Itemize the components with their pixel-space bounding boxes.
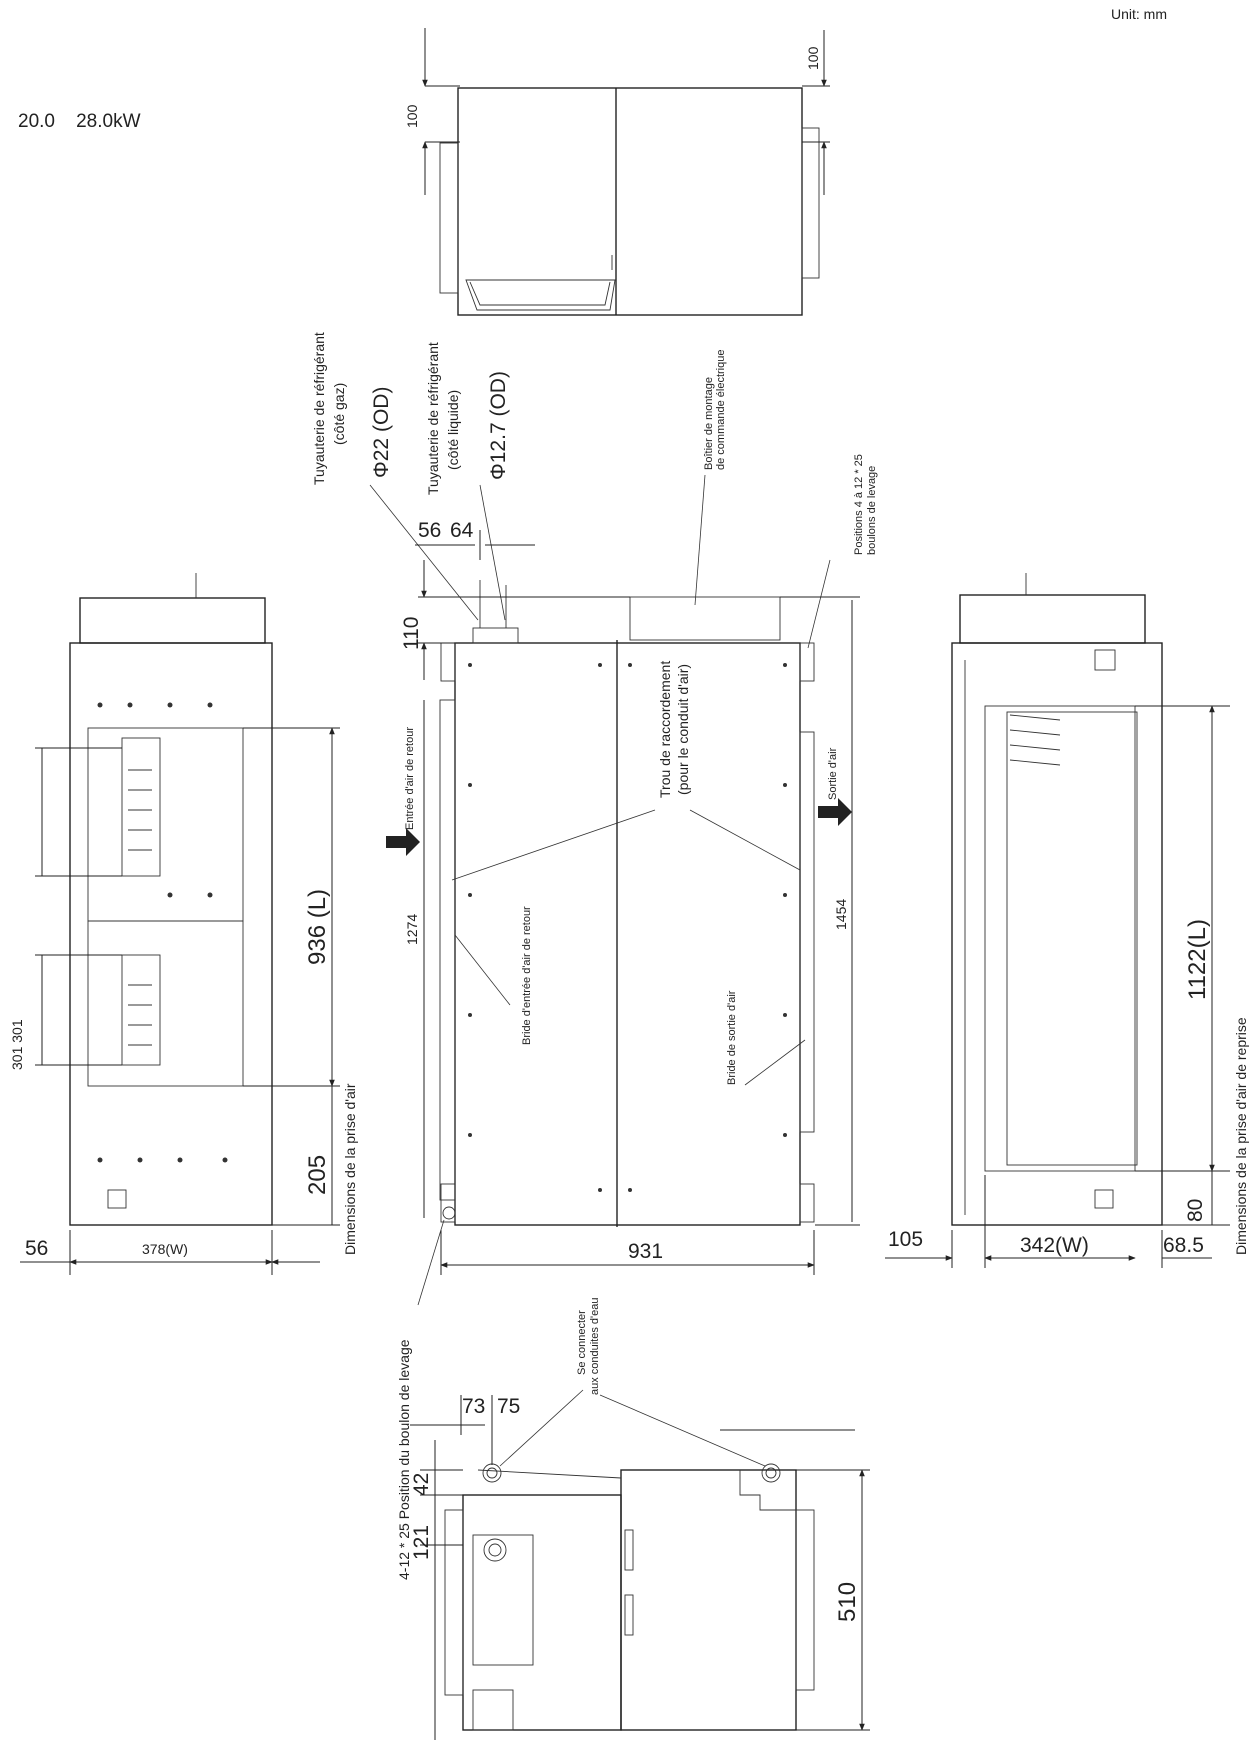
dim-378-w: 378(W) xyxy=(142,1241,188,1257)
dim-1122-l: 1122(L) xyxy=(1184,919,1211,1000)
dim-936-l: 936 (L) xyxy=(304,889,331,965)
water-conn-right-icon xyxy=(761,1463,781,1483)
lifting-bolts-label-2: boulons de levage xyxy=(866,466,878,555)
dim-top-100-left: 100 xyxy=(404,104,420,128)
dim-205: 205 xyxy=(304,1155,331,1195)
return-flange-label: Bride d'entrée d'air de retour xyxy=(521,906,533,1045)
right-view: 1122(L) 80 Dimensions de la prise d'air … xyxy=(885,573,1249,1268)
dim-121: 121 xyxy=(410,1525,433,1560)
panel-screws xyxy=(468,663,787,1192)
control-box-label-2: de commande électrique xyxy=(715,350,727,470)
dim-left-56: 56 xyxy=(25,1237,48,1260)
pipe-liquid-size: Φ12.7 (OD) xyxy=(487,371,510,480)
dim-110: 110 xyxy=(400,617,423,650)
return-intake-dims-label: Dimensions de la prise d'air de reprise xyxy=(1233,1017,1249,1255)
supply-outlet-label: Sortie d'air xyxy=(827,747,839,800)
lifting-bolts-label-1: Positions 4 à 12 * 25 xyxy=(853,454,865,555)
dim-42: 42 xyxy=(410,1473,433,1496)
return-inlet-label: Entrée d'air de retour xyxy=(404,727,416,830)
pipe-gas-sub: (côté gaz) xyxy=(331,383,347,445)
top-view: 100 100 xyxy=(404,28,830,316)
fan-grille-upper xyxy=(128,769,152,851)
fan-grille-lower xyxy=(128,984,152,1046)
left-screws xyxy=(97,702,228,1163)
pipe-liquid-label: Tuyauterie de réfrigérant xyxy=(425,342,441,495)
dim-75: 75 xyxy=(497,1395,520,1418)
dim-80: 80 xyxy=(1184,1199,1207,1222)
water-conn-label-1: Se connecter xyxy=(576,1310,588,1375)
return-inlet-arrow-icon xyxy=(386,828,420,856)
dim-64: 64 xyxy=(450,519,474,542)
bolt-hole-icon xyxy=(442,1206,456,1220)
control-box-label-1: Boîtier de montage xyxy=(703,377,715,470)
dim-56: 56 xyxy=(418,519,441,542)
capacity-label: 20.0 28.0kW xyxy=(18,111,141,132)
dim-105: 105 xyxy=(888,1228,923,1251)
duct-hole-label-1: Trou de raccordement xyxy=(657,661,673,798)
intake-dims-label: Dimensions de la prise d'air xyxy=(342,1083,358,1255)
bottom-view: Se connecter aux conduites d'eau 73 75 4… xyxy=(410,1297,870,1740)
unit-label: Unit: mm xyxy=(1111,6,1167,22)
pipe-gas-label: Tuyauterie de réfrigérant xyxy=(311,332,327,485)
dim-73: 73 xyxy=(462,1395,485,1418)
dim-top-100-right: 100 xyxy=(805,46,821,70)
dim-931: 931 xyxy=(628,1240,663,1263)
pipe-liquid-sub: (côté liquide) xyxy=(445,390,461,470)
supply-outlet-arrow-icon xyxy=(818,798,852,826)
dim-1454: 1454 xyxy=(833,899,849,930)
pipe-gas-size: Φ22 (OD) xyxy=(370,387,393,478)
dim-342-w: 342(W) xyxy=(1020,1234,1089,1257)
dim-301-301: 301 301 xyxy=(9,1019,25,1070)
dim-510: 510 xyxy=(834,1582,861,1622)
bolt-position-label: 4-12 * 25 Position du boulon de levage xyxy=(396,1339,412,1580)
water-conn-left-icon xyxy=(482,1463,502,1483)
left-view: 936 (L) 205 Dimensions de la prise d'air… xyxy=(9,573,358,1275)
outlet-flange-label: Bride de sortie d'air xyxy=(726,990,738,1085)
dim-1274: 1274 xyxy=(404,914,420,945)
water-conn-label-2: aux conduites d'eau xyxy=(589,1297,601,1395)
dim-68-5: 68.5 xyxy=(1163,1234,1204,1257)
duct-hole-label-2: (pour le conduit d'air) xyxy=(675,664,691,795)
front-view: Tuyauterie de réfrigérant (côté gaz) Φ22… xyxy=(311,332,878,1275)
